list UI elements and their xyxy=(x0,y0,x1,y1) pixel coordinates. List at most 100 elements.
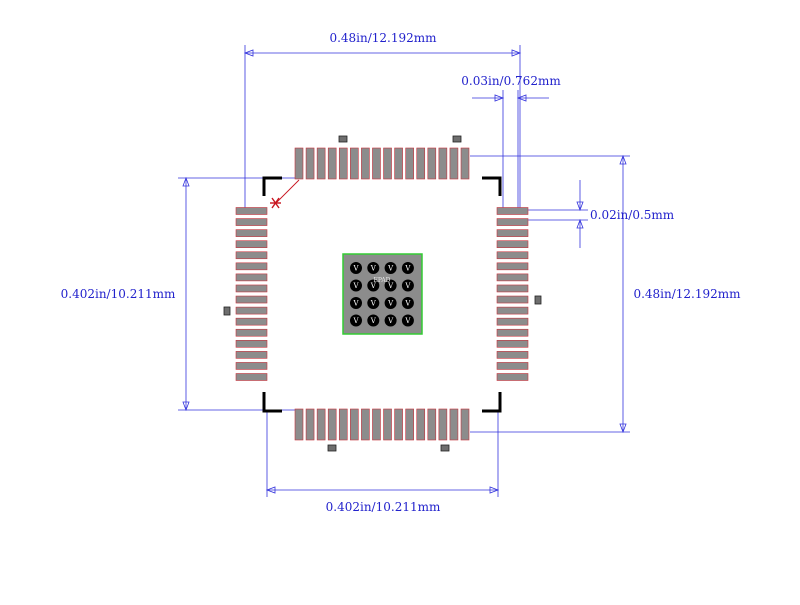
pin-pad xyxy=(383,147,392,180)
dimension-arrow xyxy=(182,401,190,412)
via-label: V xyxy=(387,265,394,273)
fiducial-mark xyxy=(327,444,337,452)
dim-label-top-width: 0.48in/12.192mm xyxy=(329,31,437,45)
via-label: V xyxy=(404,265,411,273)
pin-pad xyxy=(235,362,268,370)
via-hole xyxy=(384,314,397,327)
pin-pad xyxy=(235,251,268,260)
pin-pad xyxy=(350,408,359,441)
pin-pad xyxy=(405,147,414,180)
dim-label-pad-width: 0.03in/0.762mm xyxy=(461,74,561,88)
dimension-arrow xyxy=(511,49,522,57)
pin1-leader-line xyxy=(275,179,300,204)
pin-pad xyxy=(327,147,337,180)
pin-pad xyxy=(496,295,529,304)
pin-pad xyxy=(383,408,392,441)
dimension-arrow xyxy=(619,154,627,165)
dimension-arrow xyxy=(576,201,584,212)
via-label: V xyxy=(352,282,359,290)
via-hole xyxy=(350,279,362,292)
pin-pad xyxy=(427,147,437,180)
pin-pad xyxy=(235,273,268,282)
dim-label-pitch: 0.02in/0.5mm xyxy=(590,208,675,222)
pin-pad xyxy=(235,339,268,348)
pin-pad xyxy=(496,317,529,326)
pin-pad xyxy=(496,218,529,226)
pin-pad xyxy=(235,306,268,315)
pin-pad xyxy=(338,408,348,441)
via-label: V xyxy=(387,300,394,308)
via-hole xyxy=(384,297,397,309)
pin-pad xyxy=(372,408,381,441)
via-hole xyxy=(367,279,380,292)
pin-pad xyxy=(235,328,268,337)
pin-pad xyxy=(327,408,337,441)
pin-pad xyxy=(338,147,348,180)
silkscreen-corner xyxy=(482,176,502,196)
pin-pad xyxy=(361,147,370,180)
pin-pad xyxy=(235,229,268,237)
via-label: V xyxy=(404,317,411,325)
pin-pad xyxy=(235,207,268,215)
via-label: V xyxy=(404,282,411,290)
dim-label-right-height: 0.48in/12.192mm xyxy=(633,287,741,301)
pin-pad xyxy=(394,147,403,180)
pin-pad xyxy=(316,408,326,441)
via-label: V xyxy=(387,282,394,290)
pin-pad xyxy=(361,408,370,441)
via-label: V xyxy=(404,300,411,308)
dimension-arrow xyxy=(489,486,500,494)
pin-pad xyxy=(496,240,529,248)
pin-pad xyxy=(235,295,268,304)
pin1-marker-stroke xyxy=(271,197,280,209)
pin-pad xyxy=(405,408,414,441)
via-hole xyxy=(367,314,380,327)
pin-pad xyxy=(438,408,448,441)
silkscreen-corner xyxy=(262,392,282,413)
via-label: V xyxy=(387,317,394,325)
via-label: V xyxy=(370,317,377,325)
fiducial-mark xyxy=(223,306,231,316)
pin-pad xyxy=(372,147,381,180)
via-hole xyxy=(401,279,414,292)
pin-pad xyxy=(427,408,437,441)
pin-pad xyxy=(416,408,426,441)
pin-pad xyxy=(235,262,268,271)
pad-group xyxy=(223,135,542,452)
dim-label-left-height: 0.402in/10.211mm xyxy=(61,287,176,301)
pin-pad xyxy=(305,408,315,441)
pin-pad xyxy=(496,229,529,237)
pin-pad xyxy=(496,362,529,370)
pin-pad xyxy=(416,147,426,180)
pin-pad xyxy=(235,373,268,381)
via-label: V xyxy=(370,300,377,308)
pin-pad xyxy=(496,373,529,381)
via-hole xyxy=(384,279,397,292)
via-hole xyxy=(401,297,414,309)
dimension-arrow xyxy=(516,94,527,102)
dimension-arrow xyxy=(576,218,584,229)
pin-pad xyxy=(496,251,529,260)
pin-pad xyxy=(460,408,470,441)
pin-pad xyxy=(496,207,529,215)
pin-pad xyxy=(235,284,268,293)
via-label: V xyxy=(370,265,377,273)
pin-pad xyxy=(496,328,529,337)
pin-pad xyxy=(496,273,529,282)
pin-pad xyxy=(235,317,268,326)
silkscreen-corner xyxy=(482,392,502,413)
via-hole xyxy=(367,297,380,309)
pin-pad xyxy=(496,262,529,271)
pin-pad xyxy=(305,147,315,180)
pin-pad xyxy=(316,147,326,180)
pin-pad xyxy=(496,284,529,293)
via-label: V xyxy=(370,282,377,290)
via-hole xyxy=(384,262,397,274)
pin-pad xyxy=(496,351,529,359)
dimension-arrow xyxy=(619,423,627,434)
pin-pad xyxy=(449,147,459,180)
pin-pad xyxy=(294,147,304,180)
silkscreen-outline xyxy=(262,176,502,413)
